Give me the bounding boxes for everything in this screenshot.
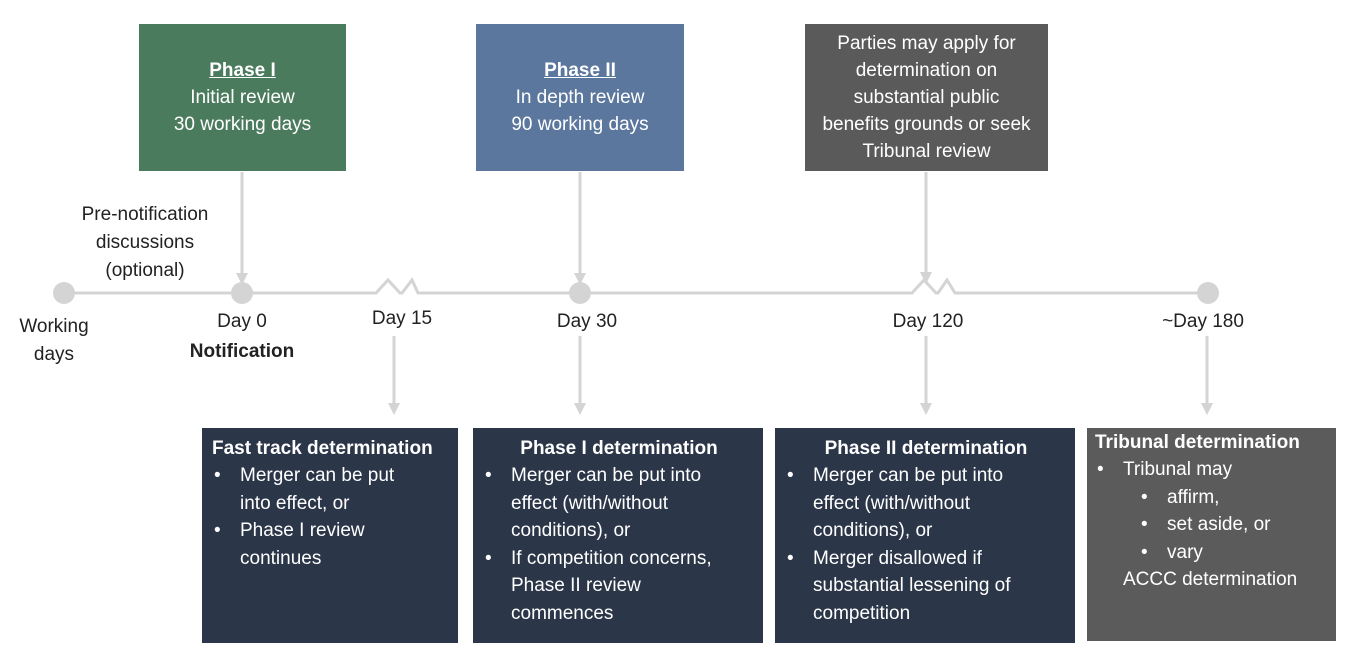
day0-label: Day 0 (217, 311, 267, 332)
bullet-icon: • (787, 465, 794, 486)
parties-line: benefits grounds or seek (822, 114, 1031, 135)
bullet-icon: • (214, 520, 221, 541)
bullet-icon: • (214, 465, 221, 486)
arrowhead-phase1 (236, 273, 248, 285)
phase1-line2: 30 working days (173, 114, 312, 135)
bullet-line: continues (240, 547, 322, 569)
bullet-line: Merger can be put into (813, 465, 1004, 486)
pre-notification-line: (optional) (105, 260, 185, 281)
bullet-line: conditions), or (813, 520, 933, 541)
bullet-line: conditions), or (511, 520, 631, 541)
fast-track-title: Fast track determination (212, 438, 433, 459)
milestone-dot-day0 (231, 282, 253, 304)
arrowhead-day15 (388, 403, 400, 415)
bullet-icon: • (1141, 486, 1148, 508)
parties-line: determination on (855, 60, 998, 81)
milestone-dot-start (53, 282, 75, 304)
milestone-dot-day30 (569, 282, 591, 304)
bullet-line: If competition concerns, (511, 547, 712, 569)
day120-label: Day 120 (892, 311, 964, 332)
list-item: • set aside, or (1095, 511, 1332, 539)
phase1-box: Phase I Initial review 30 working days (139, 24, 346, 171)
bullet-icon: • (1097, 459, 1104, 480)
list-item: • Merger can be put into effect (with/wi… (785, 462, 1067, 545)
day15-label: Day 15 (371, 308, 433, 329)
phase1-determination-title: Phase I determination (520, 438, 718, 459)
phase2-line1: In depth review (515, 87, 645, 108)
bullet-line: substantial lessening of (813, 575, 1011, 596)
phase2-box: Phase II In depth review 90 working days (476, 24, 684, 171)
fast-track-determination-box: Fast track determination • Merger can be… (202, 428, 458, 643)
arrowhead-day30 (574, 403, 586, 415)
list-item: • Tribunal may (1095, 456, 1332, 484)
tribunal-determination-bullets: • Tribunal may • affirm, • set aside, or… (1095, 456, 1332, 566)
parties-line: substantial public (853, 87, 1000, 108)
bullet-icon: • (1141, 541, 1148, 563)
bullet-icon: • (1141, 514, 1148, 535)
bullet-line: into effect, or (240, 492, 350, 514)
bullet-line: Phase I review (240, 520, 365, 541)
parties-line: Tribunal review (862, 141, 991, 162)
list-item: • Merger can be put into effect, or (212, 462, 450, 517)
tribunal-determination-box: Tribunal determination • Tribunal may • … (1087, 428, 1336, 641)
phase2-line2: 90 working days (511, 114, 649, 135)
pre-notification-line: discussions (95, 232, 195, 253)
bullet-line: competition (813, 602, 911, 624)
tribunal-tail: ACCC determination (1123, 569, 1298, 590)
pre-notification-label: Pre-notification discussions (optional) (60, 201, 230, 285)
phase1-determination-box: Phase I determination • Merger can be pu… (473, 428, 763, 643)
phase2-title: Phase II (544, 60, 616, 81)
bullet-line: effect (with/without (511, 492, 669, 514)
parties-box: Parties may apply for determination on s… (805, 24, 1048, 171)
list-item: • Phase I review continues (212, 517, 450, 572)
working-days-label: Working days (4, 313, 104, 369)
milestone-dot-day180 (1197, 282, 1219, 304)
pre-notification-line: Pre-notification (81, 204, 209, 225)
bullet-line: Merger can be put (240, 465, 395, 486)
bullet-icon: • (485, 465, 492, 486)
phase2-determination-box: Phase II determination • Merger can be p… (775, 428, 1075, 643)
phase2-determination-bullets: • Merger can be put into effect (with/wi… (785, 462, 1067, 627)
phase2-determination-title: Phase II determination (824, 438, 1028, 459)
arrowhead-day180 (1201, 403, 1213, 415)
list-item: • Merger can be put into effect (with/wi… (483, 462, 755, 545)
timeline-line (64, 277, 1208, 295)
parties-line: Parties may apply for (837, 33, 1016, 54)
bullet-line: Merger disallowed if (813, 547, 982, 569)
notification-label: Notification (189, 341, 295, 362)
phase1-line1: Initial review (190, 87, 295, 108)
sub-bullet-line: vary (1167, 541, 1203, 563)
list-item: • If competition concerns, Phase II revi… (483, 545, 755, 628)
arrowhead-phase2 (574, 273, 586, 285)
bullet-line: Merger can be put into (511, 465, 702, 486)
bullet-icon: • (485, 547, 492, 569)
bullet-line: Tribunal may (1123, 459, 1233, 480)
arrowhead-day120 (920, 403, 932, 415)
bullet-line: commences (511, 602, 614, 624)
bullet-icon: • (787, 547, 794, 569)
tribunal-determination-title: Tribunal determination (1095, 432, 1300, 453)
list-item: • vary (1095, 539, 1332, 567)
sub-bullet-line: affirm, (1167, 486, 1220, 508)
day180-label: ~Day 180 (1162, 311, 1244, 332)
fast-track-bullets: • Merger can be put into effect, or • Ph… (212, 462, 450, 572)
bullet-line: effect (with/without (813, 492, 971, 514)
bullet-line: Phase II review (511, 575, 641, 596)
working-days-line: Working (19, 316, 89, 337)
arrowhead-parties (920, 272, 932, 284)
day30-label: Day 30 (556, 311, 618, 332)
phase1-determination-bullets: • Merger can be put into effect (with/wi… (483, 462, 755, 627)
list-item: • affirm, (1095, 484, 1332, 512)
list-item: • Merger disallowed if substantial lesse… (785, 545, 1067, 628)
working-days-line: days (33, 344, 75, 365)
phase1-title: Phase I (209, 60, 276, 81)
sub-bullet-line: set aside, or (1167, 514, 1271, 535)
